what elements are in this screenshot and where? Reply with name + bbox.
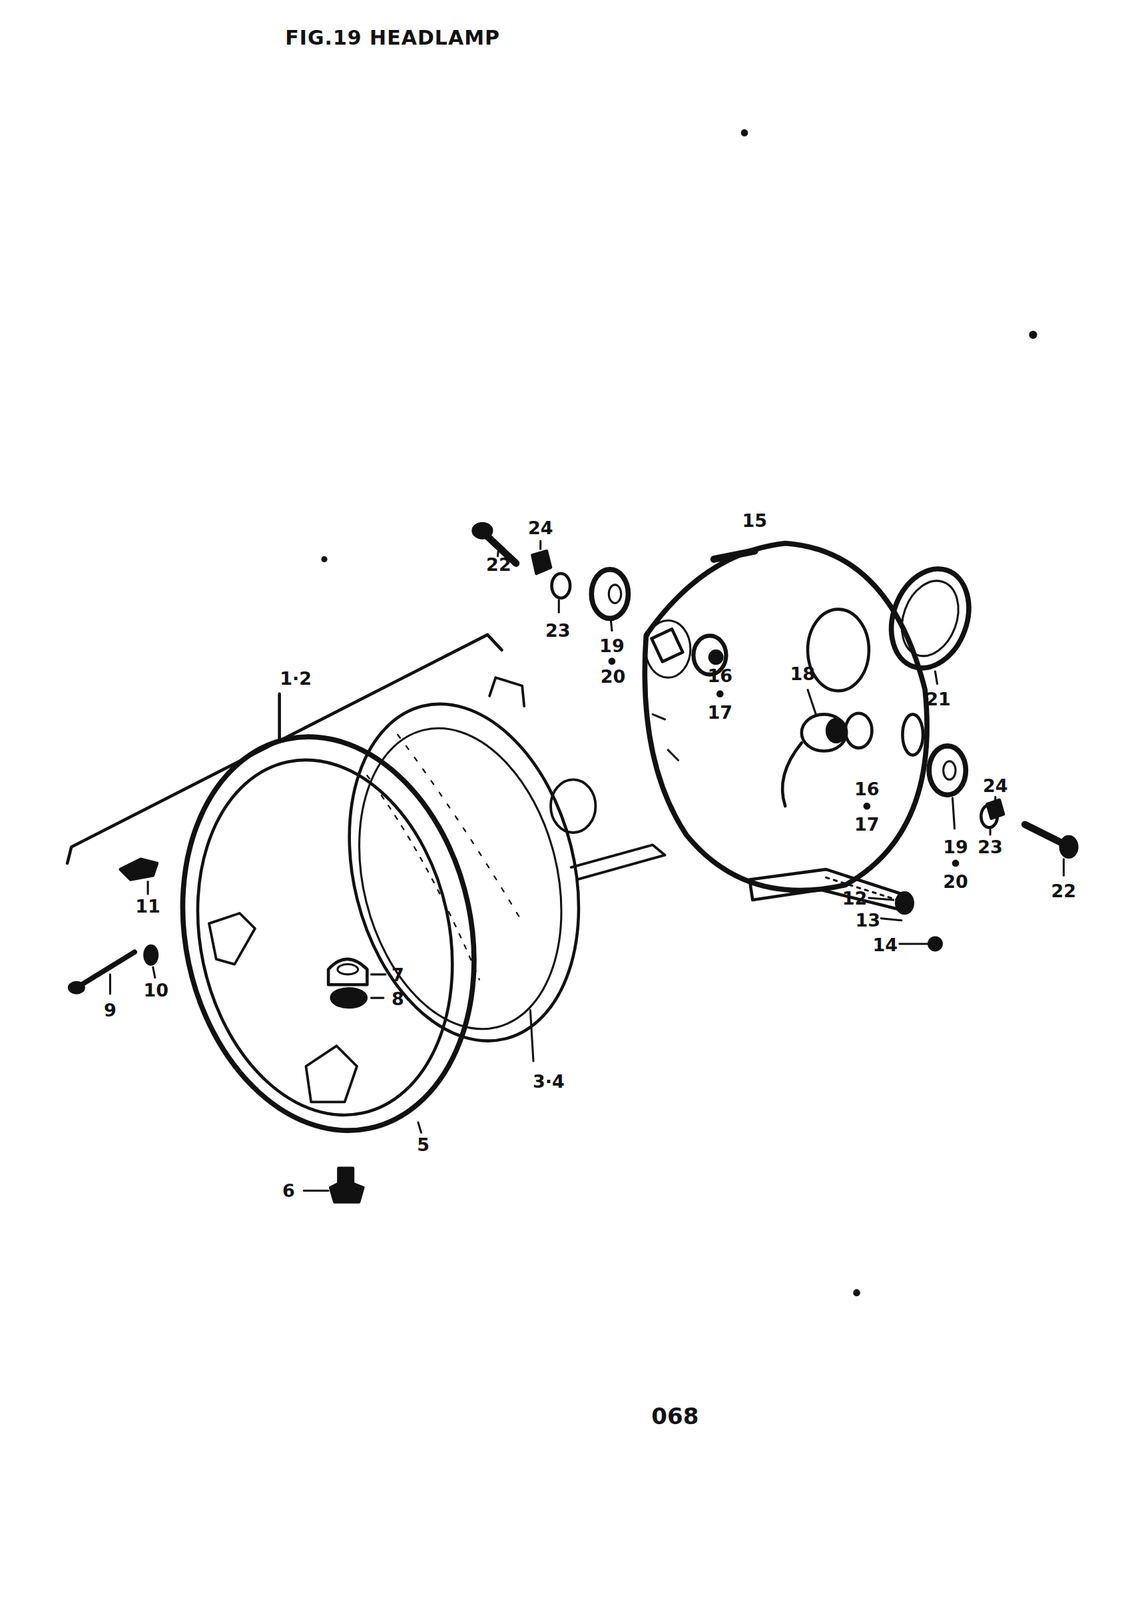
callout-number: 24 [982,776,1009,795]
callout-number: 20 [942,872,969,891]
page-number: 068 [651,1404,699,1427]
callout-number: 23 [977,837,1003,856]
callout-number: 18 [790,663,816,682]
callout-number: 9 [103,1000,117,1019]
callout-number: 3·4 [532,1072,565,1091]
callout-number: 19 [599,636,625,655]
callout-number: 12 [842,888,868,907]
callout-number: 16 [854,779,880,798]
callout-number: 19 [942,837,969,856]
callout-number: 16 [707,665,733,684]
callout-number: 20 [600,667,626,686]
callout-number: 14 [872,935,899,954]
callout-number: 23 [545,621,571,640]
callout-number: 8 [391,989,405,1008]
callout-number: 15 [742,511,768,530]
figure-title: FIG.19 HEADLAMP [284,27,501,48]
callout-number: 5 [416,1135,430,1154]
callout-number: 22 [1051,881,1077,900]
callout-number: 13 [855,910,881,929]
callout-number: 22 [486,554,512,573]
callout-number: 24 [528,518,554,537]
callout-number: 6 [282,1181,295,1200]
callout-number: 1·2 [279,669,312,688]
callout-number: 10 [143,980,170,999]
callout-number: 17 [854,815,880,834]
callout-number: 11 [135,896,161,915]
callout-number: 21 [925,689,951,708]
callout-number: 17 [707,703,733,722]
callout-number: 7 [391,964,405,983]
